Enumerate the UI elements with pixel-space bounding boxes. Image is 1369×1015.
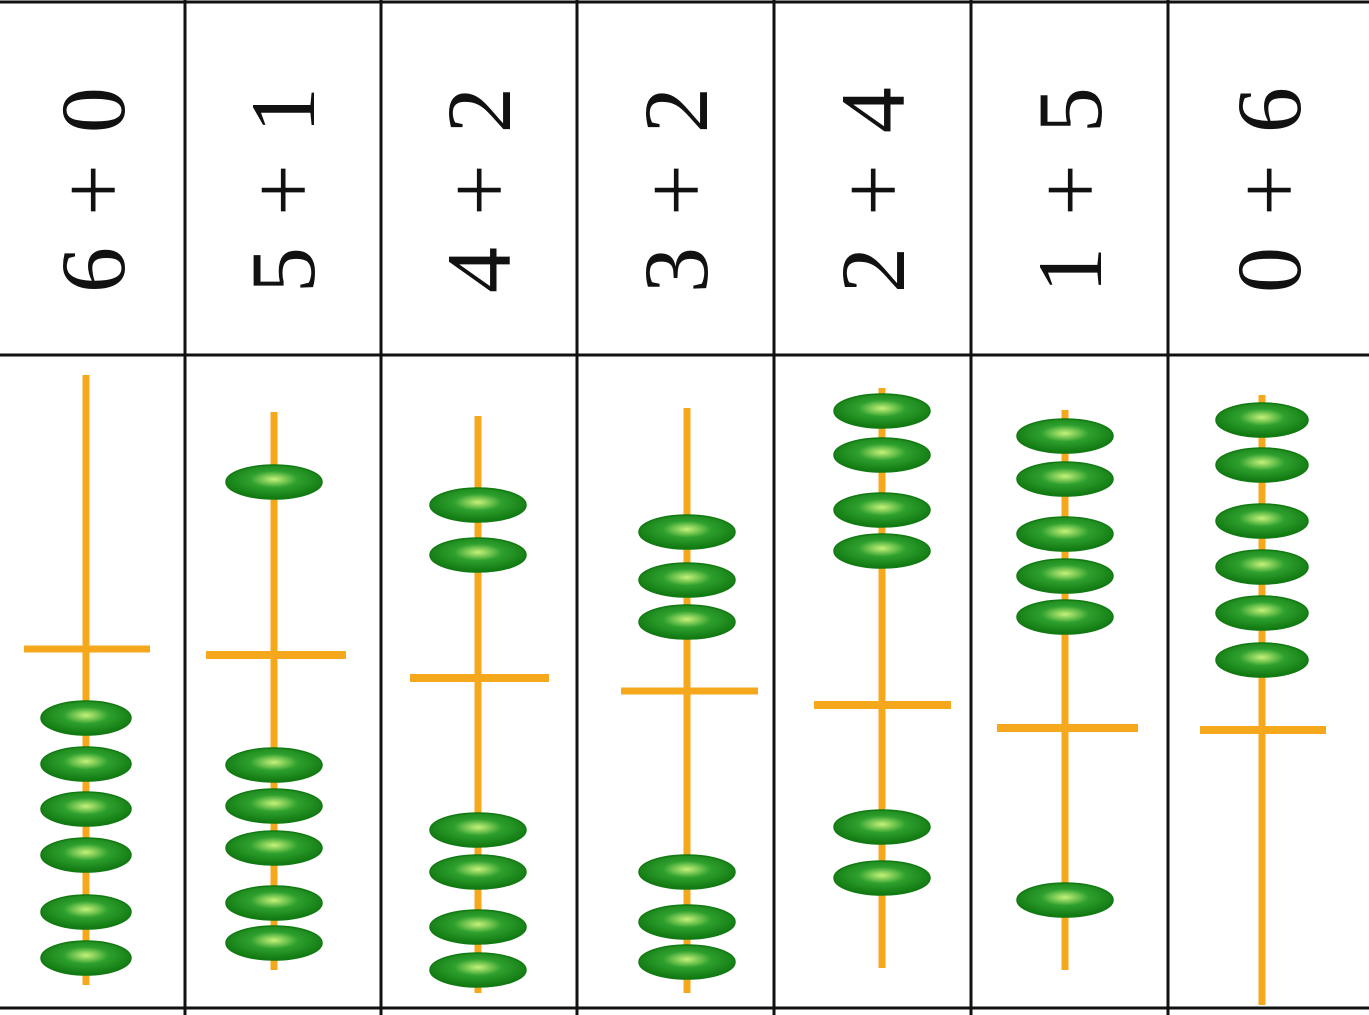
bead-above	[1017, 462, 1113, 496]
bead-above	[639, 563, 735, 597]
bead-above	[430, 488, 526, 522]
abacus-column-3	[410, 416, 549, 993]
bead-below	[639, 905, 735, 939]
bead-above	[1216, 643, 1308, 677]
bead-above	[1216, 550, 1308, 584]
bead-above	[1017, 517, 1113, 551]
bead-below	[226, 789, 322, 823]
expression-label: 3 + 2	[636, 63, 716, 313]
bead-above	[226, 465, 322, 499]
bead-below	[41, 792, 131, 826]
bead-above	[1017, 419, 1113, 453]
expression-label: 0 + 6	[1229, 63, 1309, 313]
expression-label: 4 + 2	[439, 63, 519, 313]
bead-below	[226, 831, 322, 865]
abacus-column-2	[206, 412, 346, 970]
bead-below	[639, 945, 735, 979]
expression-label: 5 + 1	[243, 63, 323, 313]
bead-below	[834, 810, 930, 844]
bead-above	[1216, 448, 1308, 482]
bead-below	[1017, 883, 1113, 917]
bead-below	[226, 926, 322, 960]
bead-above	[1216, 596, 1308, 630]
bead-above	[430, 538, 526, 572]
bead-below	[226, 886, 322, 920]
bead-above	[1216, 504, 1308, 538]
bead-above	[834, 438, 930, 472]
expression-label: 6 + 0	[53, 63, 133, 313]
bead-below	[41, 941, 131, 975]
bead-below	[226, 748, 322, 782]
bead-above	[1017, 600, 1113, 634]
abacus-column-1	[24, 375, 150, 985]
abacus-column-4	[621, 408, 758, 993]
bead-below	[430, 813, 526, 847]
bead-above	[639, 515, 735, 549]
abacus-column-6	[997, 410, 1138, 970]
bead-above	[1017, 559, 1113, 593]
expression-label: 2 + 4	[833, 63, 913, 313]
expression-label: 1 + 5	[1030, 63, 1110, 313]
bead-below	[430, 953, 526, 987]
bead-above	[639, 605, 735, 639]
bead-above	[834, 493, 930, 527]
bead-below	[41, 747, 131, 781]
bead-above	[834, 534, 930, 568]
bead-below	[430, 910, 526, 944]
bead-below	[834, 861, 930, 895]
abacus-column-5	[814, 388, 951, 968]
bead-below	[41, 838, 131, 872]
abacus-column-7	[1200, 395, 1326, 1005]
bead-below	[639, 855, 735, 889]
bead-above	[834, 394, 930, 428]
bead-below	[430, 855, 526, 889]
bead-below	[41, 895, 131, 929]
bead-above	[1216, 403, 1308, 437]
bead-below	[41, 701, 131, 735]
